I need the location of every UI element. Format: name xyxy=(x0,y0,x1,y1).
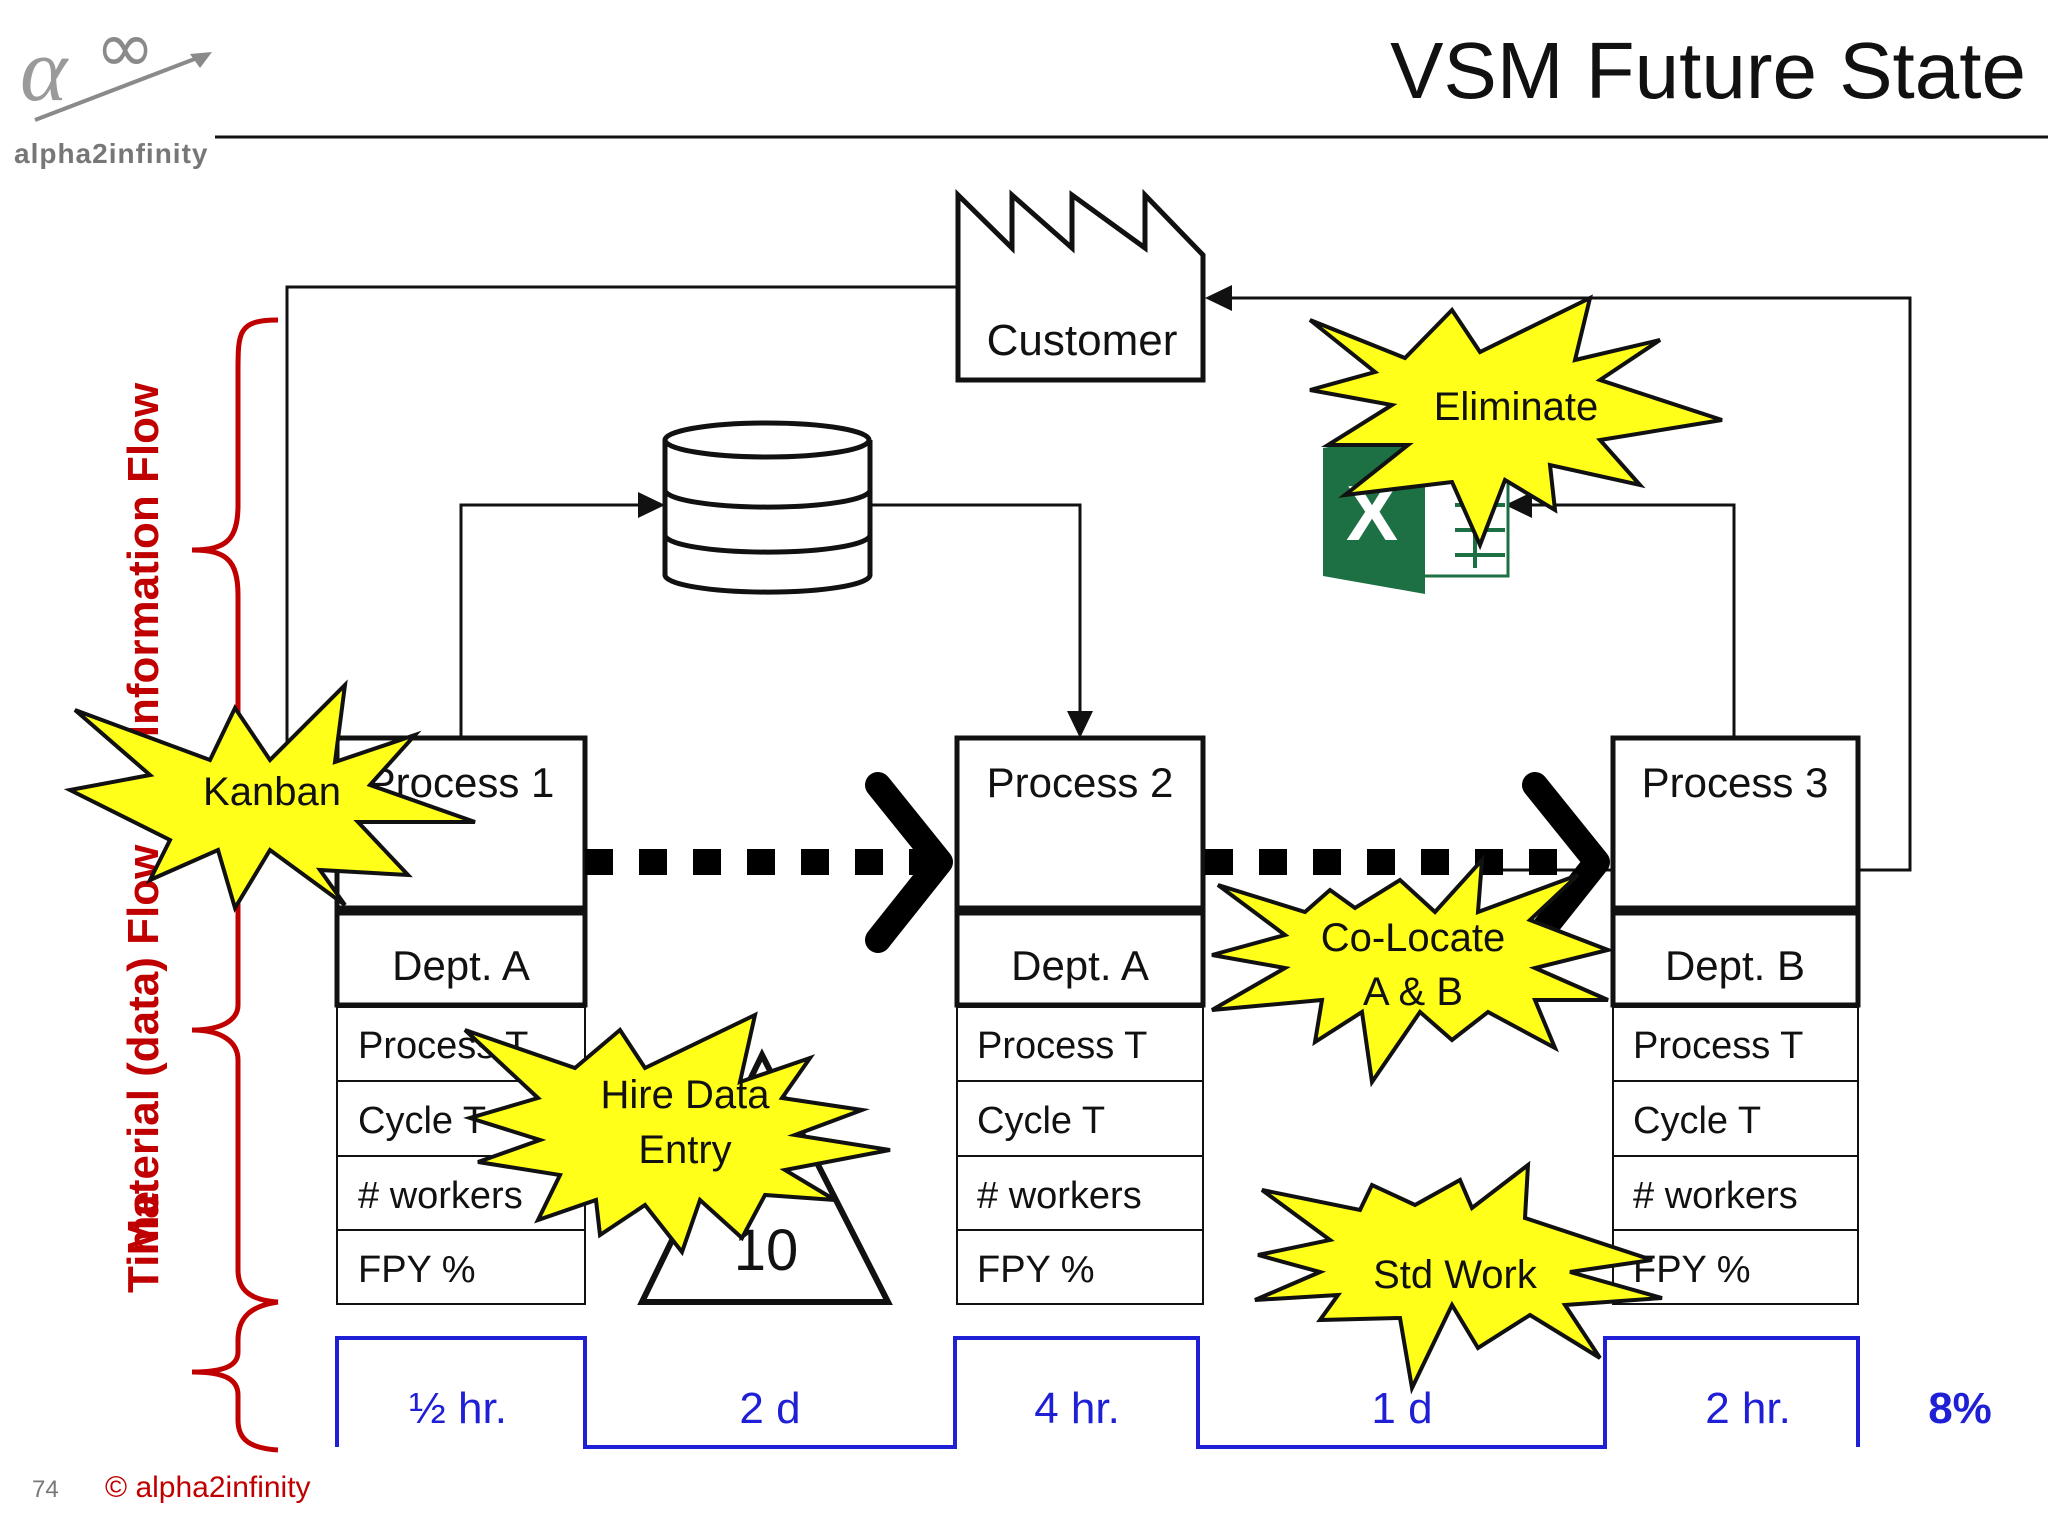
process-2-row-fpy: FPY % xyxy=(977,1249,1095,1291)
arrow-into-customer-icon xyxy=(1205,285,1232,311)
process-2-row-cycle-t: Cycle T xyxy=(977,1100,1105,1142)
process-2-box xyxy=(954,735,1206,911)
process-1-row-cycle-t: Cycle T xyxy=(358,1100,486,1142)
copyright: © alpha2infinity xyxy=(105,1471,311,1504)
push-arrows xyxy=(585,772,1610,953)
process-3-dept-box xyxy=(1610,910,1861,1008)
customer-to-process1-line xyxy=(285,285,958,860)
process-2-row-workers: # workers xyxy=(977,1175,1142,1217)
logo-brand: alpha2infinity xyxy=(14,138,208,169)
logo: α ∞ alpha2infinity xyxy=(14,5,212,169)
info-material-brace xyxy=(191,317,279,1305)
process-2-row-process-t: Process T xyxy=(977,1025,1147,1067)
timeline-summary: 8% xyxy=(1928,1384,1992,1433)
push-arrow-2-3-head-icon xyxy=(1522,772,1610,953)
process-1-dept-box xyxy=(334,910,588,1008)
timeline-process-2: 4 hr. xyxy=(1034,1384,1120,1433)
process3-to-excel-line xyxy=(1525,503,1736,738)
co-locate-burst-icon xyxy=(1211,854,1615,1088)
page-number: 74 xyxy=(32,1476,59,1503)
customer-factory-icon xyxy=(955,188,1206,383)
process1-to-database-line xyxy=(459,503,645,738)
information-flow-label: Information Flow xyxy=(119,382,168,737)
arrow-into-process2-icon xyxy=(1067,711,1093,738)
process-3-row-process-t: Process T xyxy=(1633,1025,1803,1067)
hire-data-entry-burst-icon xyxy=(463,1011,891,1257)
process-3-row-fpy: FPY % xyxy=(1633,1249,1751,1291)
process-1-row-workers: # workers xyxy=(358,1175,523,1217)
logo-arrow-icon xyxy=(34,53,206,122)
process-1-row-fpy: FPY % xyxy=(358,1249,476,1291)
hire-data-entry-label-line1: Hire Data xyxy=(601,1073,771,1117)
customer-label: Customer xyxy=(987,316,1178,365)
co-locate-label-line1: Co-Locate xyxy=(1321,916,1506,960)
logo-infinity-glyph: ∞ xyxy=(95,5,155,89)
eliminate-burst-icon xyxy=(1308,294,1723,551)
process-1-dept: Dept. A xyxy=(392,942,530,989)
push-arrow-1-2-head-icon xyxy=(865,772,953,953)
kanban-burst-icon xyxy=(63,679,476,913)
process-2-dept-box xyxy=(954,910,1206,1008)
database-to-process2-line xyxy=(870,503,1082,718)
std-work-burst-icon xyxy=(1254,1160,1663,1395)
process-3-row-workers: # workers xyxy=(1633,1175,1798,1217)
timeline-wait-2: 1 d xyxy=(1371,1384,1432,1433)
flow-arrowheads xyxy=(638,285,1532,738)
eliminate-label: Eliminate xyxy=(1434,385,1599,429)
process-2-dept: Dept. A xyxy=(1011,942,1149,989)
time-label: Time xyxy=(119,1191,168,1293)
timeline-process-1: ½ hr. xyxy=(409,1384,507,1433)
timeline-wait-1: 2 d xyxy=(739,1384,800,1433)
arrow-into-database-icon xyxy=(638,492,665,518)
kanban-label: Kanban xyxy=(203,770,341,814)
process-2-name: Process 2 xyxy=(987,759,1174,806)
arrow-into-excel-icon xyxy=(1505,492,1532,518)
process-3-box xyxy=(1610,735,1861,911)
material-flow-label: Material (data) Flow xyxy=(119,844,168,1255)
page-title: VSM Future State xyxy=(1390,26,2026,115)
logo-alpha-glyph: α xyxy=(20,21,69,120)
timeline-line xyxy=(335,1336,1860,1449)
co-locate-label-line2: A & B xyxy=(1363,970,1463,1014)
process-3-name: Process 3 xyxy=(1642,759,1829,806)
section-braces xyxy=(191,317,279,1453)
time-brace xyxy=(191,1299,279,1453)
database-icon xyxy=(662,420,873,595)
hire-data-entry-label-line2: Entry xyxy=(638,1128,731,1172)
process-3-dept: Dept. B xyxy=(1665,942,1805,989)
timeline-process-3: 2 hr. xyxy=(1705,1384,1791,1433)
process-3-row-cycle-t: Cycle T xyxy=(1633,1100,1761,1142)
std-work-label: Std Work xyxy=(1373,1253,1538,1297)
